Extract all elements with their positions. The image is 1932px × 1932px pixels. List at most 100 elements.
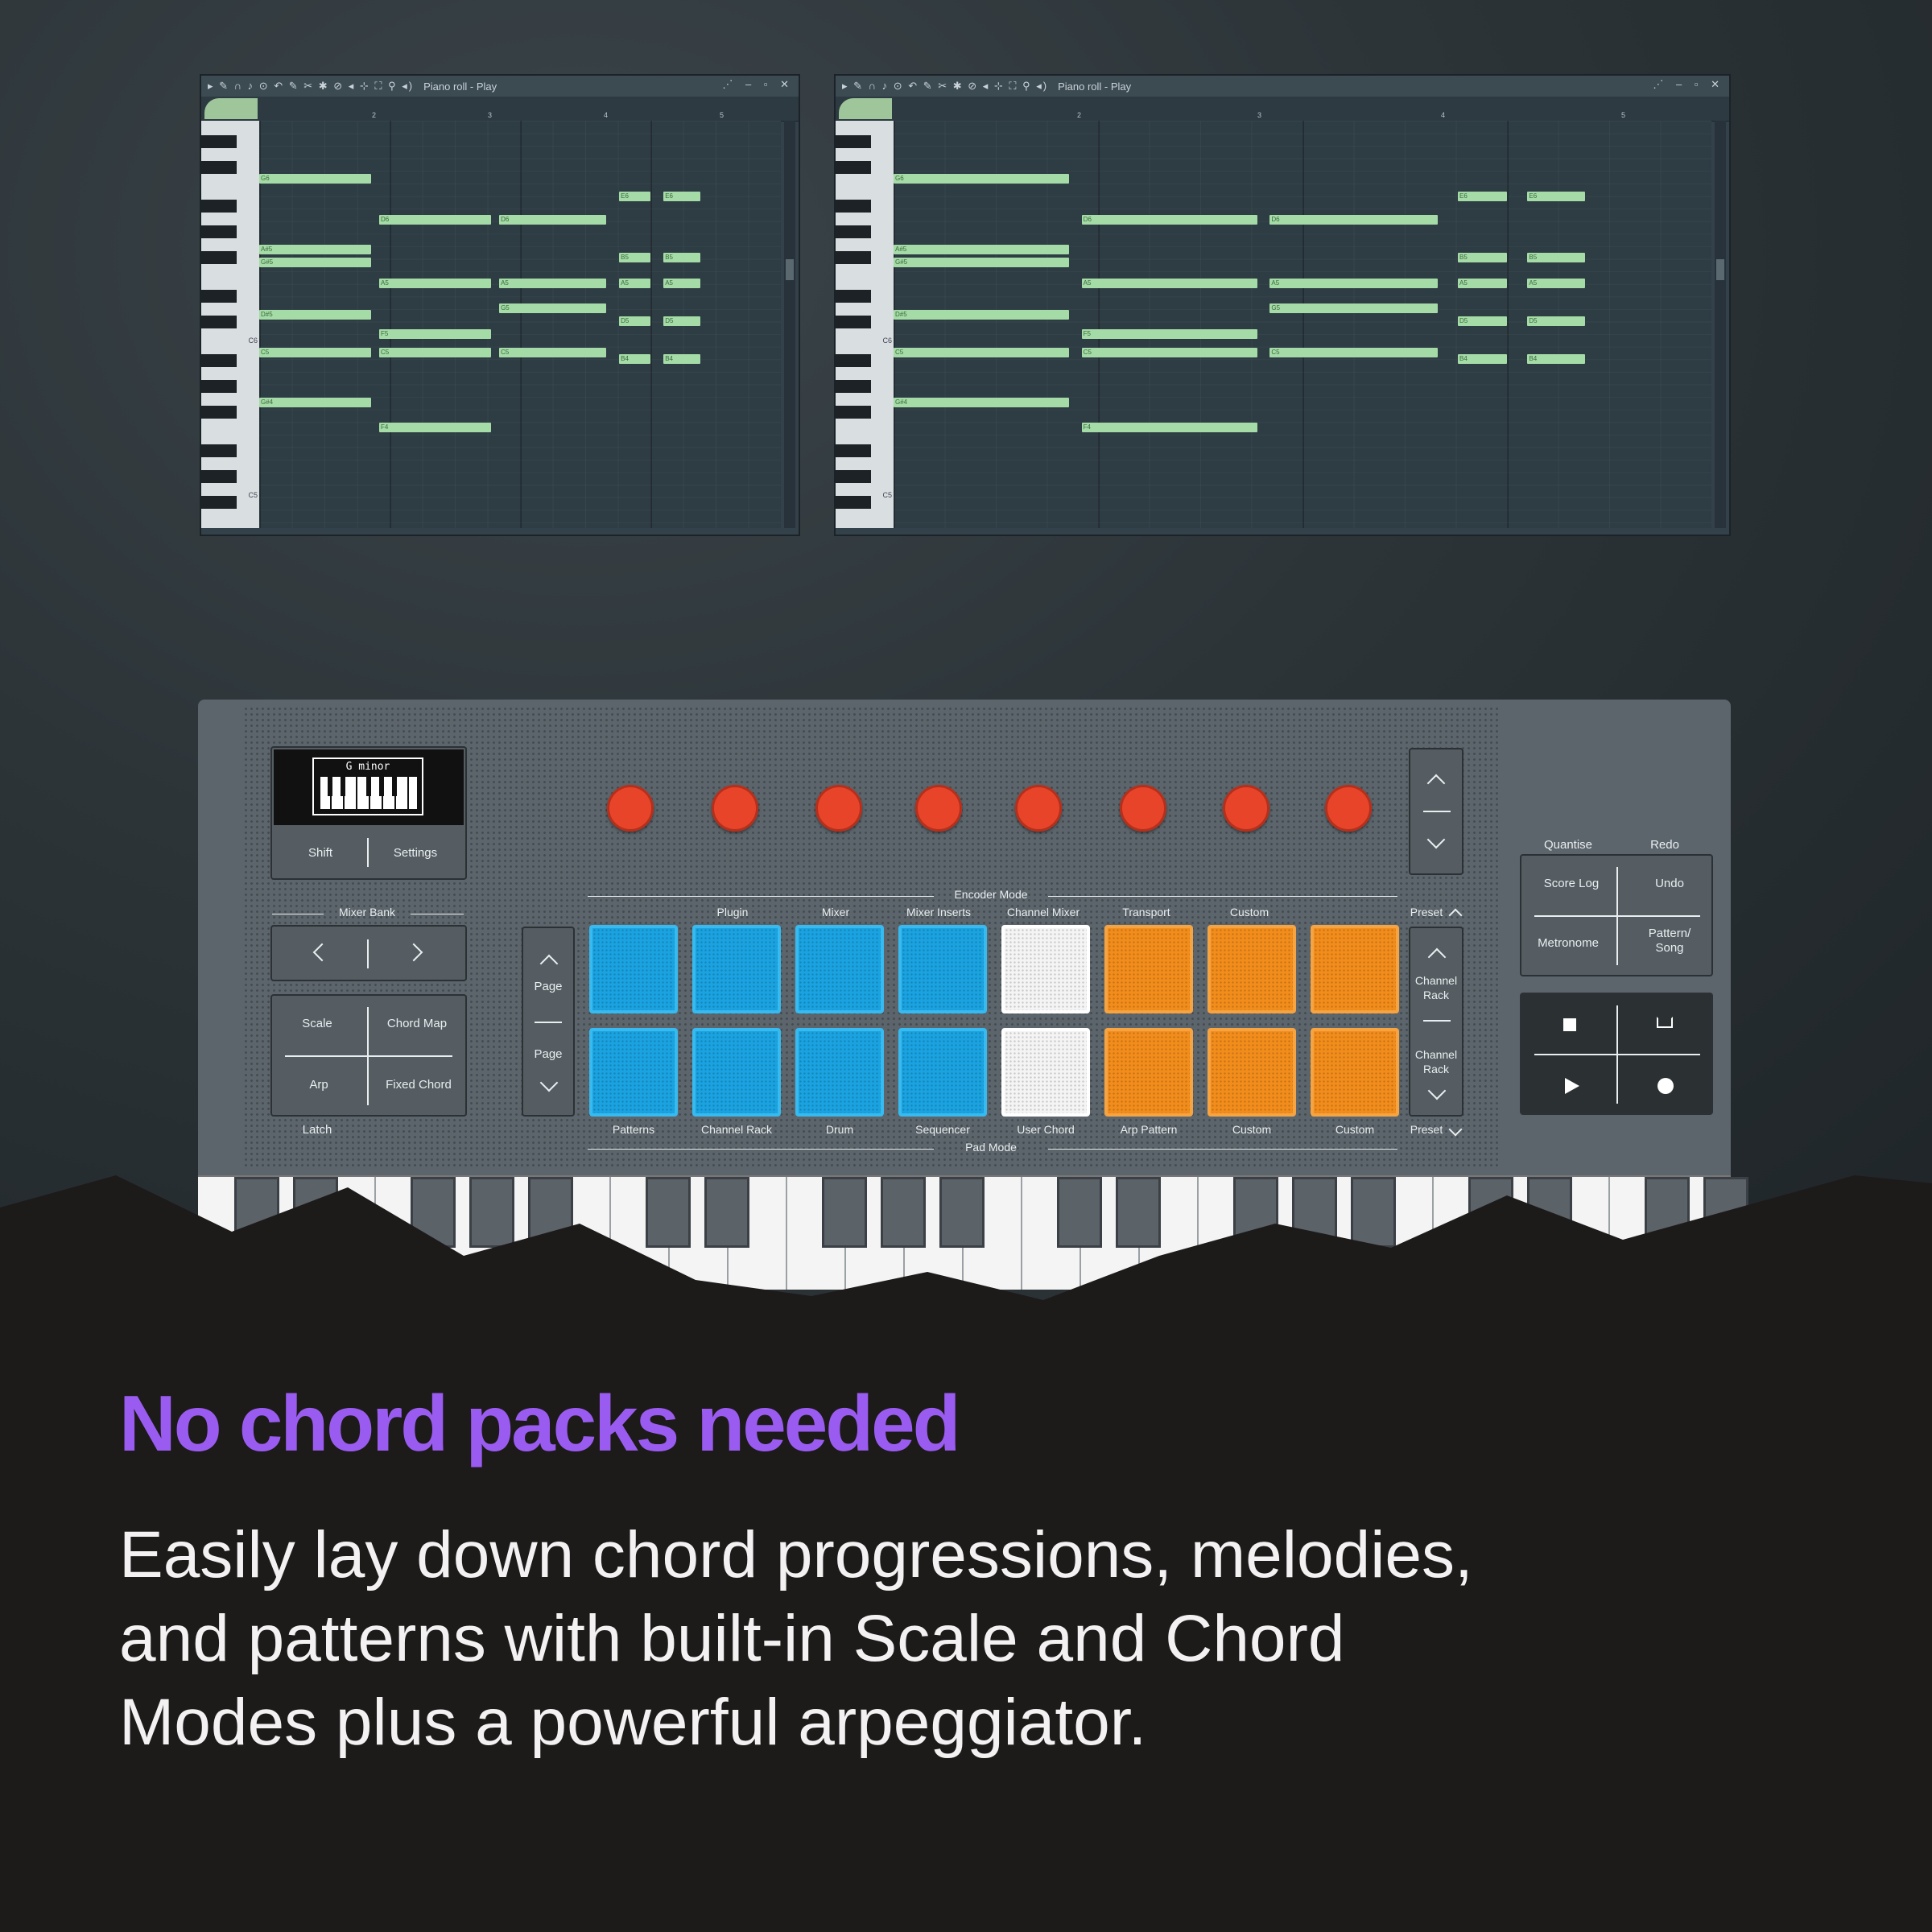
piano-roll-note[interactable]: D5 [1458, 316, 1507, 326]
piano-roll-note[interactable]: G5 [1269, 303, 1438, 313]
piano-roll-note[interactable]: E6 [1527, 192, 1585, 201]
arp-button[interactable]: Arp [309, 1078, 328, 1092]
window-buttons[interactable]: ⋰ – ▫ ✕ [722, 78, 794, 90]
piano-roll-note[interactable]: A5 [1527, 279, 1585, 288]
piano-roll-note[interactable]: G6 [259, 174, 372, 184]
pad-2[interactable] [692, 925, 781, 1013]
encoder-knob-7[interactable] [1223, 785, 1269, 832]
piano-roll-note[interactable]: B4 [1458, 354, 1507, 364]
toolbar-icons[interactable]: ▸ ✎ ∩ ♪ ⊙ ↶ ✎ ✂ ✱ ⊘ ◂ ⊹ ⛶ ⚲ ◂) [842, 80, 1049, 92]
piano-roll-note[interactable]: F4 [379, 423, 492, 432]
record-icon[interactable] [1657, 1078, 1674, 1094]
timeline-ruler[interactable]: 2 3 4 5 [836, 97, 1729, 122]
black-key[interactable] [469, 1177, 514, 1248]
scale-button[interactable]: Scale [302, 1017, 332, 1030]
piano-roll-note[interactable]: D6 [1081, 215, 1258, 225]
piano-roll-note[interactable]: C5 [379, 348, 492, 357]
piano-roll-note[interactable]: A5 [499, 279, 606, 288]
piano-roll-note[interactable]: D#5 [894, 310, 1070, 320]
settings-button[interactable]: Settings [393, 846, 438, 860]
piano-roll-note[interactable]: A#5 [259, 245, 372, 254]
black-key[interactable] [881, 1177, 926, 1248]
page-down-button[interactable]: Page [534, 1047, 563, 1061]
pad-13[interactable] [1001, 1028, 1090, 1117]
encoder-knob-4[interactable] [915, 785, 962, 832]
piano-roll-note[interactable]: A5 [379, 279, 492, 288]
pad-5[interactable] [1001, 925, 1090, 1013]
piano-keyboard-column[interactable]: C6 C5 [836, 121, 894, 528]
piano-roll-titlebar[interactable]: ▸ ✎ ∩ ♪ ⊙ ↶ ✎ ✂ ✱ ⊘ ◂ ⊹ ⛶ ⚲ ◂) Piano rol… [201, 76, 799, 97]
vertical-scrollbar[interactable] [784, 121, 795, 528]
piano-roll-note[interactable]: C5 [259, 348, 372, 357]
preset-down-button[interactable] [1426, 830, 1446, 849]
pad-9[interactable] [589, 1028, 678, 1117]
black-key[interactable] [704, 1177, 749, 1248]
piano-roll-note[interactable]: E6 [619, 192, 650, 201]
piano-roll-note[interactable]: B4 [663, 354, 700, 364]
metronome-button[interactable]: Metronome [1538, 936, 1599, 950]
piano-roll-note[interactable]: C5 [1269, 348, 1438, 357]
piano-roll-note[interactable]: D#5 [259, 310, 372, 320]
piano-roll-note[interactable]: G5 [499, 303, 606, 313]
piano-roll-note[interactable]: B4 [1527, 354, 1585, 364]
piano-roll-note[interactable]: B5 [619, 253, 650, 262]
pad-10[interactable] [692, 1028, 781, 1117]
piano-roll-note[interactable]: B5 [1527, 253, 1585, 262]
piano-roll-note[interactable]: C5 [1081, 348, 1258, 357]
piano-roll-note[interactable]: A#5 [894, 245, 1070, 254]
black-key[interactable] [1351, 1177, 1396, 1248]
channel-rack-up-button[interactable]: Channel Rack [1414, 974, 1458, 1001]
piano-roll-note[interactable]: C5 [499, 348, 606, 357]
stop-icon[interactable] [1563, 1018, 1576, 1031]
piano-roll-note[interactable]: G6 [894, 174, 1070, 184]
pad-6[interactable] [1104, 925, 1193, 1013]
piano-roll-note[interactable]: D6 [1269, 215, 1438, 225]
pad-3[interactable] [795, 925, 884, 1013]
pad-15[interactable] [1208, 1028, 1296, 1117]
piano-roll-note[interactable]: E6 [663, 192, 700, 201]
piano-roll-note[interactable]: F4 [1081, 423, 1258, 432]
black-key[interactable] [822, 1177, 867, 1248]
pad-4[interactable] [898, 925, 987, 1013]
black-key[interactable] [939, 1177, 985, 1248]
fixed-chord-button[interactable]: Fixed Chord [386, 1078, 452, 1092]
piano-roll-note[interactable]: F5 [1081, 329, 1258, 339]
piano-roll-note[interactable]: B5 [1458, 253, 1507, 262]
piano-roll-note[interactable]: F5 [379, 329, 492, 339]
piano-roll-note[interactable]: C5 [894, 348, 1070, 357]
piano-roll-note[interactable]: B5 [663, 253, 700, 262]
piano-roll-note[interactable]: D5 [663, 316, 700, 326]
piano-roll-note[interactable]: G#5 [259, 258, 372, 267]
mixer-bank-right-button[interactable] [404, 943, 423, 962]
piano-roll-note[interactable]: B4 [619, 354, 650, 364]
shift-button[interactable]: Shift [308, 846, 333, 860]
pad-11[interactable] [795, 1028, 884, 1117]
pad-8[interactable] [1311, 925, 1399, 1013]
loop-record-icon[interactable] [1657, 1017, 1673, 1028]
undo-button[interactable]: Undo [1655, 877, 1684, 890]
black-key[interactable] [1057, 1177, 1102, 1248]
piano-roll-note[interactable]: A5 [1081, 279, 1258, 288]
black-key[interactable] [646, 1177, 691, 1248]
piano-roll-note[interactable]: G#4 [894, 398, 1070, 407]
preset-up-button[interactable] [1426, 774, 1446, 793]
encoder-knob-2[interactable] [712, 785, 758, 832]
piano-roll-note[interactable]: A5 [619, 279, 650, 288]
encoder-knob-8[interactable] [1325, 785, 1372, 832]
play-icon[interactable] [1565, 1078, 1579, 1094]
pad-12[interactable] [898, 1028, 987, 1117]
piano-roll-note[interactable]: D6 [499, 215, 606, 225]
piano-roll-note[interactable]: E6 [1458, 192, 1507, 201]
piano-roll-note[interactable]: A5 [663, 279, 700, 288]
pad-14[interactable] [1104, 1028, 1193, 1117]
piano-roll-note[interactable]: D5 [619, 316, 650, 326]
piano-roll-note[interactable]: G#5 [894, 258, 1070, 267]
pad-1[interactable] [589, 925, 678, 1013]
score-log-button[interactable]: Score Log [1543, 877, 1600, 890]
piano-roll-window-right[interactable]: ▸ ✎ ∩ ♪ ⊙ ↶ ✎ ✂ ✱ ⊘ ◂ ⊹ ⛶ ⚲ ◂) Piano rol… [834, 74, 1731, 536]
black-key[interactable] [1116, 1177, 1161, 1248]
piano-roll-window-left[interactable]: ▸ ✎ ∩ ♪ ⊙ ↶ ✎ ✂ ✱ ⊘ ◂ ⊹ ⛶ ⚲ ◂) Piano rol… [200, 74, 800, 536]
pad-7[interactable] [1208, 925, 1296, 1013]
piano-roll-note[interactable]: D6 [379, 215, 492, 225]
